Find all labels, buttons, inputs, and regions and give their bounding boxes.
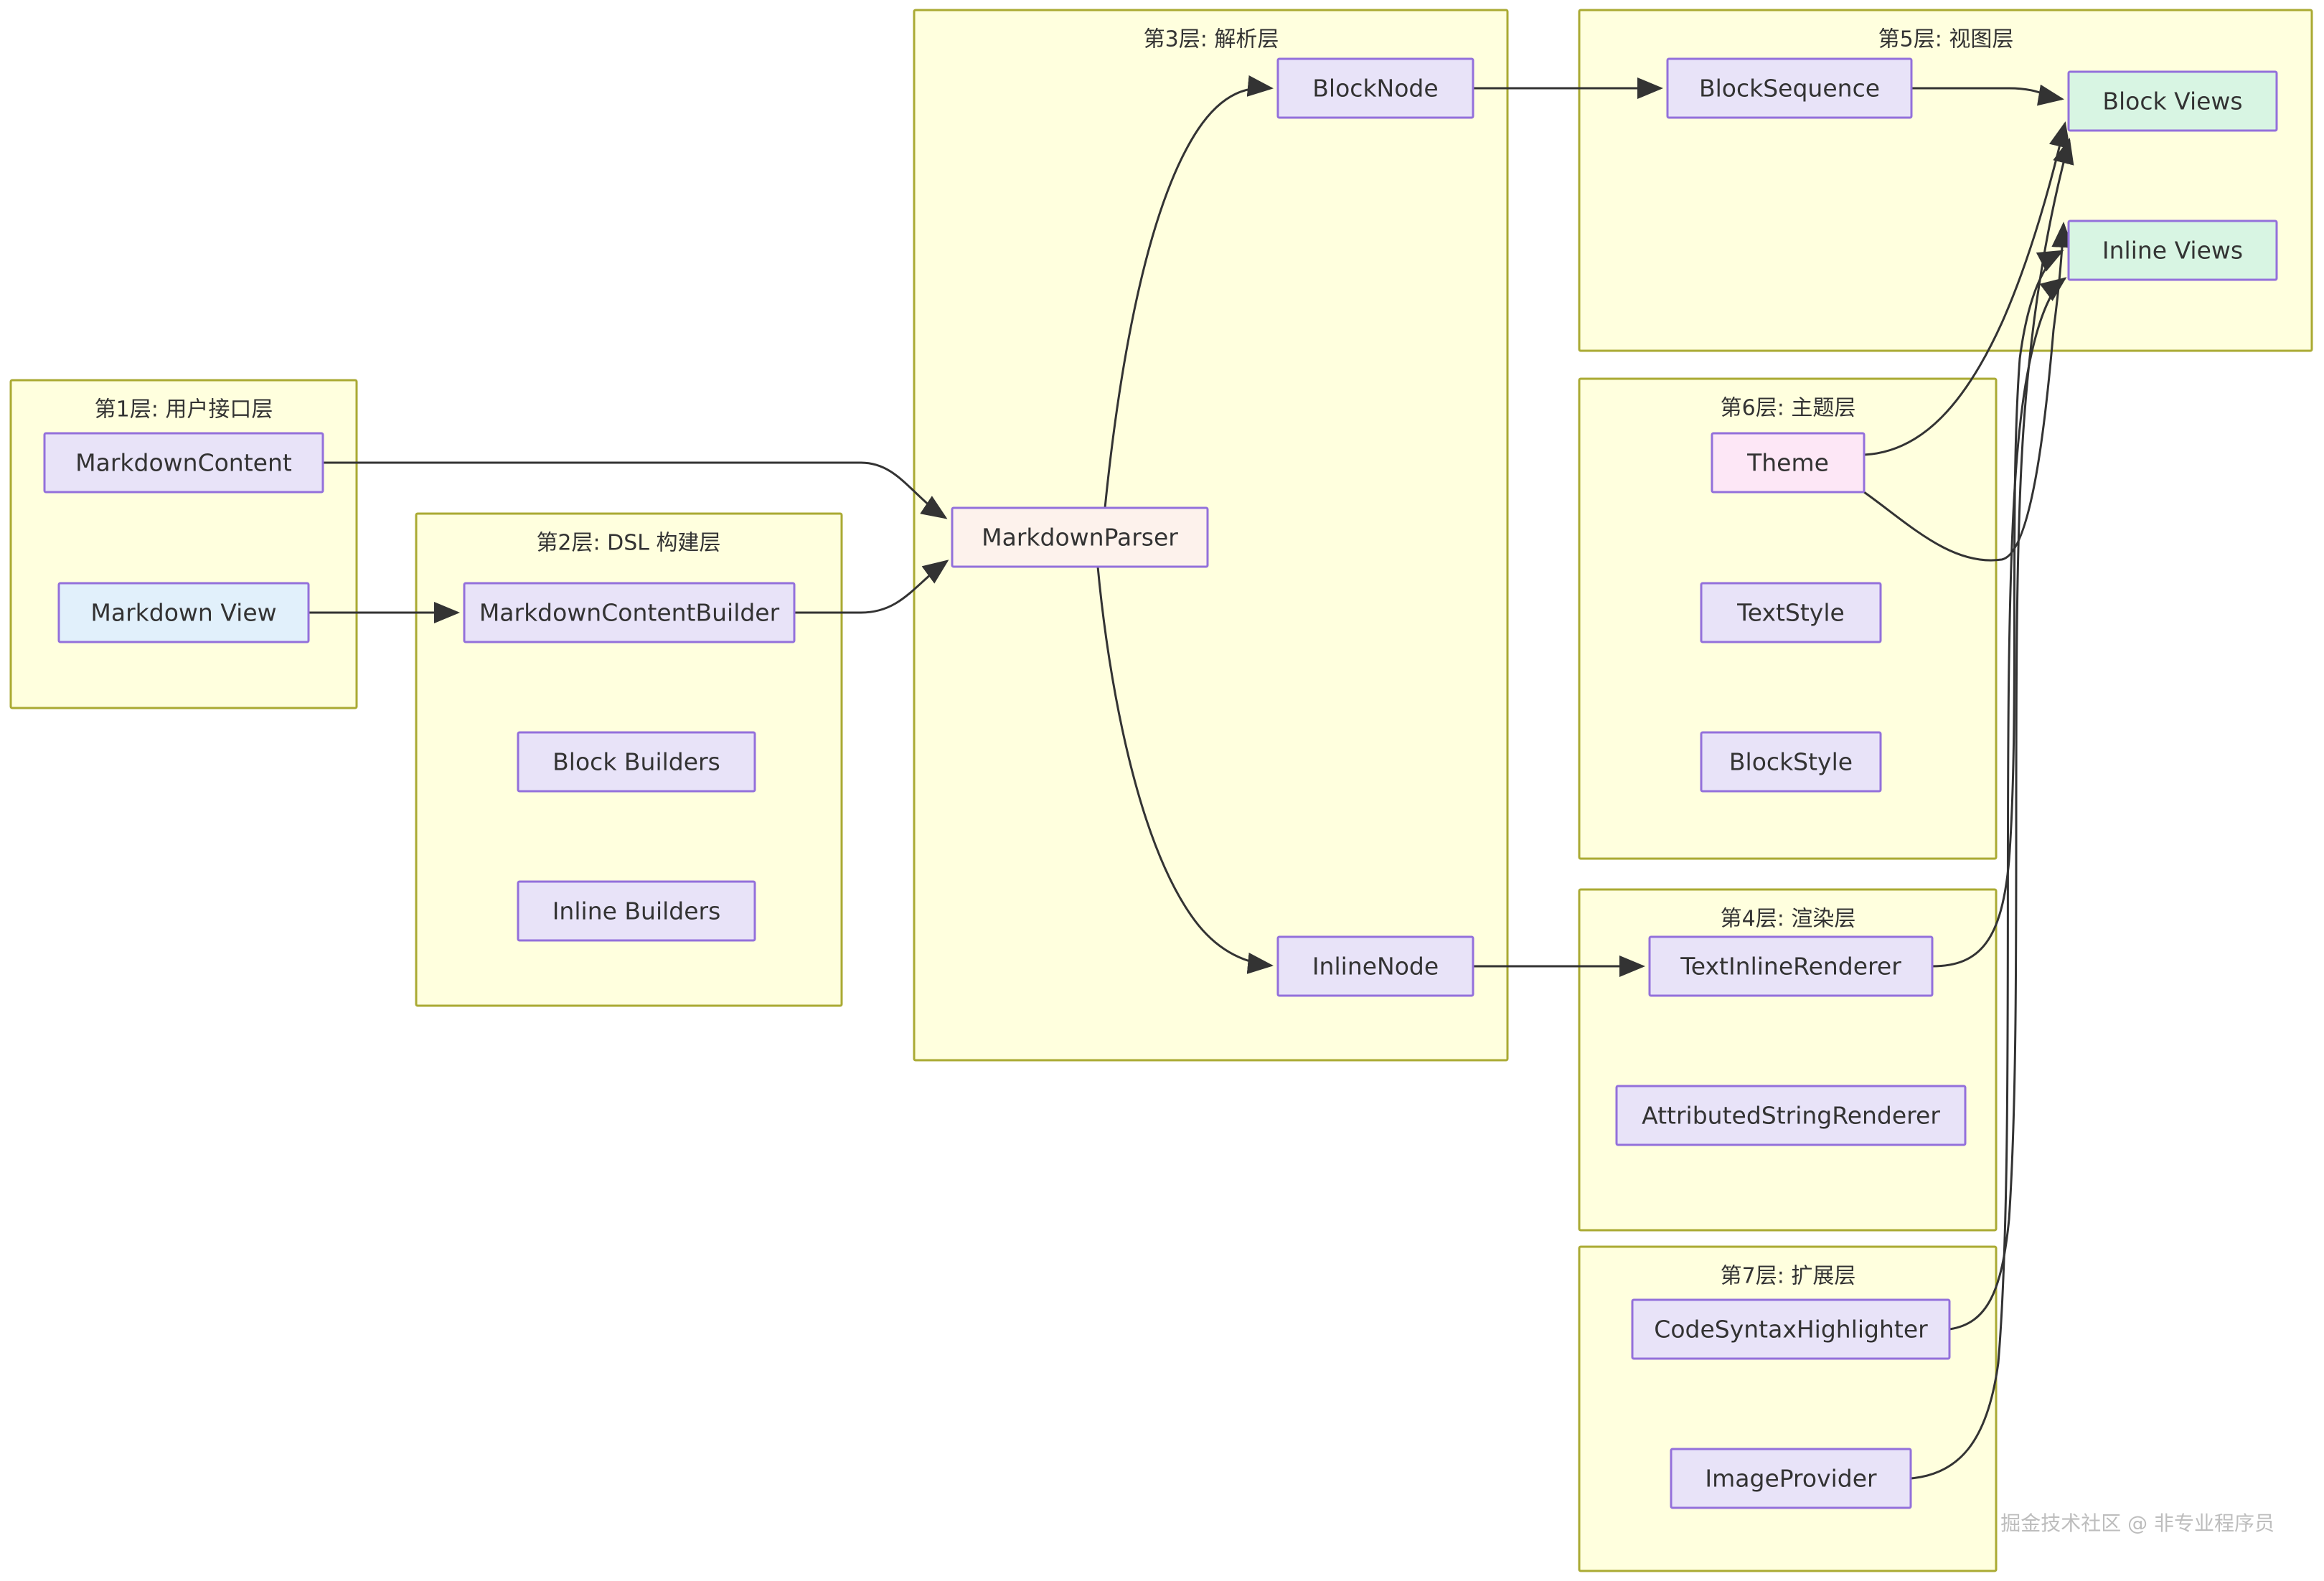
node-label-markdown-parser: MarkdownParser (982, 524, 1178, 552)
cluster-label-layer3: 第3层: 解析层 (1144, 27, 1279, 52)
node-label-text-style: TextStyle (1736, 599, 1845, 627)
node-rect-attributed-string-renderer[interactable] (1615, 1085, 1967, 1146)
cluster-label-layer7: 第7层: 扩展层 (1721, 1264, 1856, 1289)
node-rect-inline-node[interactable] (1276, 935, 1474, 997)
node-rect-markdown-view[interactable] (57, 582, 310, 643)
edge-theme-to-blockviews (1863, 121, 2071, 456)
node-label-block-sequence: BlockSequence (1699, 75, 1880, 103)
node-inline-views[interactable]: Inline Views (2067, 220, 2278, 281)
cluster-rect-layer3 (913, 9, 1509, 1062)
cluster-rect-layer1 (9, 379, 358, 709)
cluster-label-layer4: 第4层: 渲染层 (1721, 907, 1856, 932)
node-theme[interactable]: Theme (1711, 432, 1866, 494)
cluster-layer7: 第7层: 扩展层 (1578, 1245, 1998, 1572)
edge-markdownparser-to-blocknode (1104, 75, 1274, 509)
edge-imageprovider-to-inlineviews (1910, 277, 2067, 1480)
node-label-inline-node: InlineNode (1312, 953, 1439, 981)
node-rect-text-style[interactable] (1700, 582, 1882, 643)
node-label-block-node: BlockNode (1312, 75, 1438, 103)
node-rect-block-views[interactable] (2067, 70, 2278, 132)
node-label-code-syntax-highlighter: CodeSyntaxHighlighter (1654, 1316, 1928, 1344)
node-label-block-views: Block Views (2102, 88, 2242, 115)
node-text-inline-renderer[interactable]: TextInlineRenderer (1648, 935, 1934, 997)
node-label-image-provider: ImageProvider (1705, 1465, 1877, 1493)
cluster-label-layer2: 第2层: DSL 构建层 (536, 531, 720, 556)
node-attributed-string-renderer[interactable]: AttributedStringRenderer (1615, 1085, 1967, 1146)
node-markdown-content-builder[interactable]: MarkdownContentBuilder (463, 582, 796, 643)
node-label-attributed-string-renderer: AttributedStringRenderer (1642, 1102, 1940, 1130)
edges-layer (309, 75, 2074, 1480)
edge-blocksequence-to-blockviews (1911, 84, 2064, 106)
node-label-markdown-content: MarkdownContent (75, 449, 292, 477)
node-rect-text-inline-renderer[interactable] (1648, 935, 1934, 997)
node-rect-block-builders[interactable] (517, 731, 756, 793)
node-inline-node[interactable]: InlineNode (1276, 935, 1474, 997)
cluster-rect-layer7 (1578, 1245, 1998, 1572)
watermark-label: 掘金技术社区 @ 非专业程序员 (2000, 1511, 2274, 1535)
node-label-inline-views: Inline Views (2102, 237, 2243, 265)
node-image-provider[interactable]: ImageProvider (1670, 1448, 1912, 1509)
node-label-block-style: BlockStyle (1729, 748, 1853, 776)
node-text-style[interactable]: TextStyle (1700, 582, 1882, 643)
node-code-syntax-highlighter[interactable]: CodeSyntaxHighlighter (1631, 1298, 1951, 1360)
node-inline-builders[interactable]: Inline Builders (517, 880, 756, 942)
edge-markdownparser-to-inlinenode (1096, 566, 1274, 974)
node-block-views[interactable]: Block Views (2067, 70, 2278, 132)
node-rect-markdown-content-builder[interactable] (463, 582, 796, 643)
node-block-sequence[interactable]: BlockSequence (1666, 57, 1913, 119)
node-markdown-view[interactable]: Markdown View (57, 582, 310, 643)
node-label-markdown-view: Markdown View (90, 599, 276, 627)
node-rect-code-syntax-highlighter[interactable] (1631, 1298, 1951, 1360)
node-block-style[interactable]: BlockStyle (1700, 731, 1882, 793)
cluster-label-layer6: 第6层: 主题层 (1721, 396, 1856, 421)
edge-markdowncontentbuilder-to-markdownparser (794, 560, 949, 614)
node-label-block-builders: Block Builders (552, 748, 720, 776)
node-rect-block-sequence[interactable] (1666, 57, 1913, 119)
node-markdown-parser[interactable]: MarkdownParser (951, 506, 1209, 568)
node-label-text-inline-renderer: TextInlineRenderer (1680, 953, 1901, 981)
edge-textinlinerenderer-to-inlineviews (1932, 250, 2064, 968)
cluster-label-layer1: 第1层: 用户接口层 (95, 397, 273, 423)
node-rect-image-provider[interactable] (1670, 1448, 1912, 1509)
cluster-layer1: 第1层: 用户接口层 (9, 379, 358, 709)
nodes-layer: MarkdownContent Markdown View MarkdownCo… (43, 57, 2278, 1509)
node-markdown-content[interactable]: MarkdownContent (43, 432, 324, 494)
edge-markdowncontent-to-markdownparser (323, 461, 948, 519)
node-rect-theme[interactable] (1711, 432, 1866, 494)
node-label-inline-builders: Inline Builders (552, 897, 721, 925)
node-rect-markdown-content[interactable] (43, 432, 324, 494)
node-rect-markdown-parser[interactable] (951, 506, 1209, 568)
node-block-node[interactable]: BlockNode (1276, 57, 1474, 119)
cluster-layer3: 第3层: 解析层 (913, 9, 1509, 1062)
node-rect-block-style[interactable] (1700, 731, 1882, 793)
node-label-markdown-content-builder: MarkdownContentBuilder (479, 599, 780, 627)
node-rect-block-node[interactable] (1276, 57, 1474, 119)
node-rect-inline-builders[interactable] (517, 880, 756, 942)
node-rect-inline-views[interactable] (2067, 220, 2278, 281)
cluster-label-layer5: 第5层: 视图层 (1878, 27, 2014, 52)
node-label-theme: Theme (1746, 449, 1829, 477)
node-block-builders[interactable]: Block Builders (517, 731, 756, 793)
